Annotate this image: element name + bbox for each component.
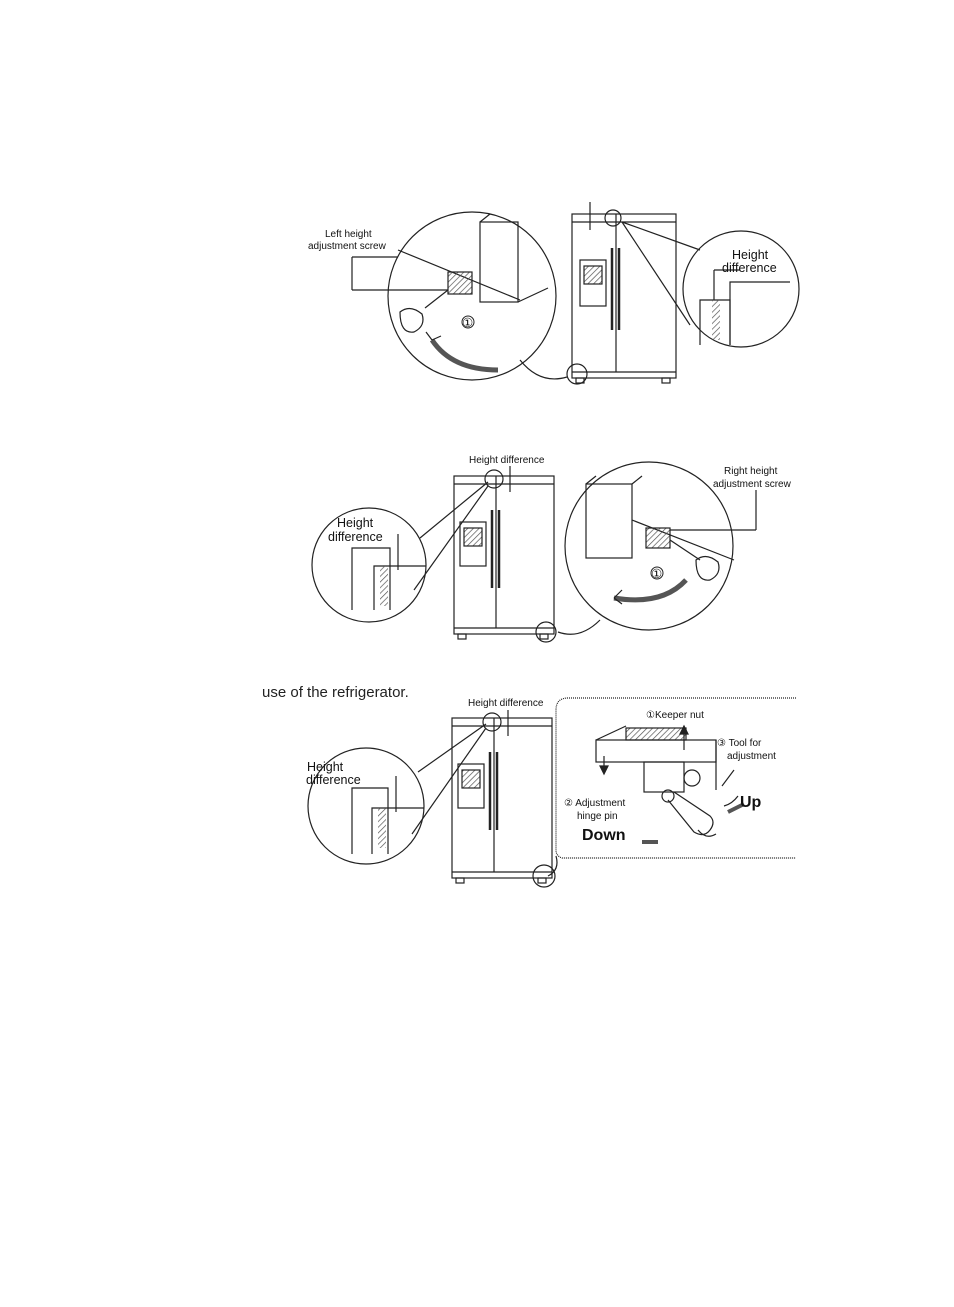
fig3-hinge-label-1: ② Adjustment <box>564 798 625 809</box>
fig3-tool-label-2: adjustment <box>727 751 776 762</box>
figure-3-hinge-adjustment <box>308 698 796 887</box>
fig1-step-number: ① <box>462 316 473 330</box>
fig2-height-difference-label: Height difference <box>469 455 545 466</box>
fig2-height-label: Height <box>337 516 374 530</box>
fig2-right-screw-label-2: adjustment screw <box>713 479 792 490</box>
fig3-tool-label-1: ③ Tool for <box>717 738 762 749</box>
fig3-height-label: Height <box>307 760 344 774</box>
fig1-left-screw-label: Left height <box>325 229 372 240</box>
fig2-height-magnifier <box>312 482 488 622</box>
fig2-step-number: ① <box>651 567 662 581</box>
fig1-height-magnifier <box>622 222 799 347</box>
figure-2-right-adjustment <box>312 462 756 642</box>
fig3-height-magnifier <box>308 724 486 864</box>
figure-3-caption: use of the refrigerator. <box>262 684 409 701</box>
fig1-left-screw-label-2: adjustment screw <box>308 241 387 252</box>
figure-1-left-adjustment <box>352 202 799 384</box>
fig1-refrigerator <box>567 202 676 384</box>
fig3-hinge-label-2: hinge pin <box>577 811 618 822</box>
fig2-difference-label: difference <box>328 530 383 544</box>
fig3-keeper-nut-label: ①Keeper nut <box>646 710 704 721</box>
fig3-difference-label: difference <box>306 773 361 787</box>
fig1-difference-label: difference <box>722 261 777 275</box>
fig2-right-screw-label: Right height <box>724 466 778 477</box>
fig1-height-label: Height <box>732 248 769 262</box>
fig2-refrigerator <box>454 466 556 642</box>
fig3-down-label: Down <box>582 827 626 844</box>
fig3-height-difference-label: Height difference <box>468 698 544 709</box>
fig3-hinge-detail-panel <box>548 698 796 876</box>
fig3-up-label: Up <box>740 794 762 811</box>
fig1-screw-magnifier <box>352 212 567 380</box>
